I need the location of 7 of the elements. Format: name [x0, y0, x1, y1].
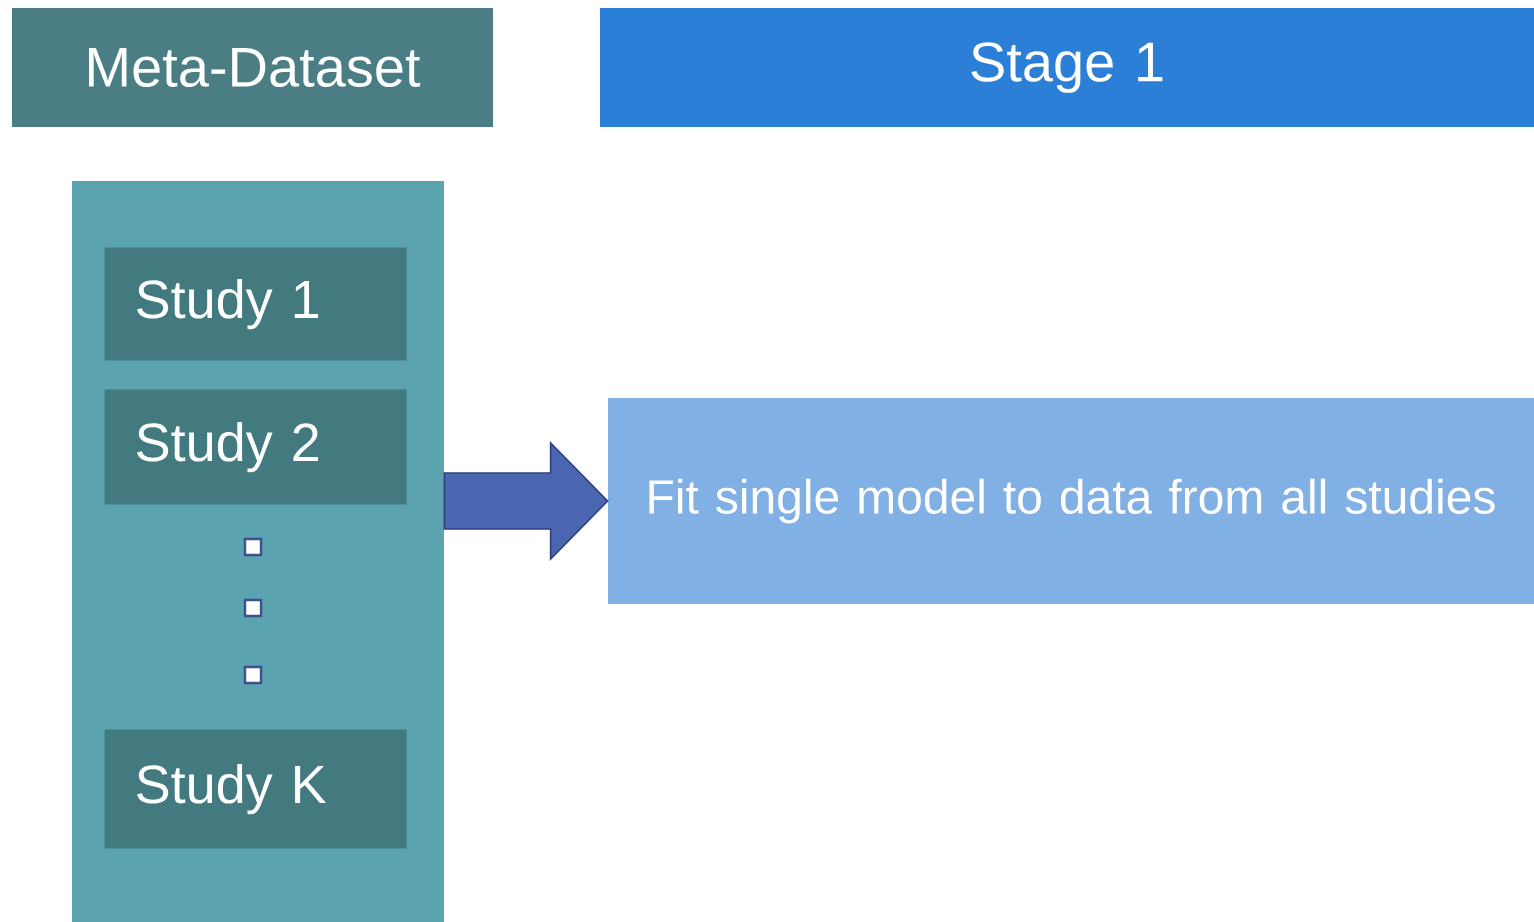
block-arrow [443, 441, 609, 561]
study-box: Study K [104, 729, 407, 849]
study-box: Study 2 [104, 389, 407, 505]
header-box: Meta-Dataset [12, 8, 493, 127]
process-box: Fit single model to data from all studies [608, 398, 1534, 604]
study-box: Study 1 [104, 247, 407, 361]
header-box: Stage 1 [600, 8, 1534, 127]
